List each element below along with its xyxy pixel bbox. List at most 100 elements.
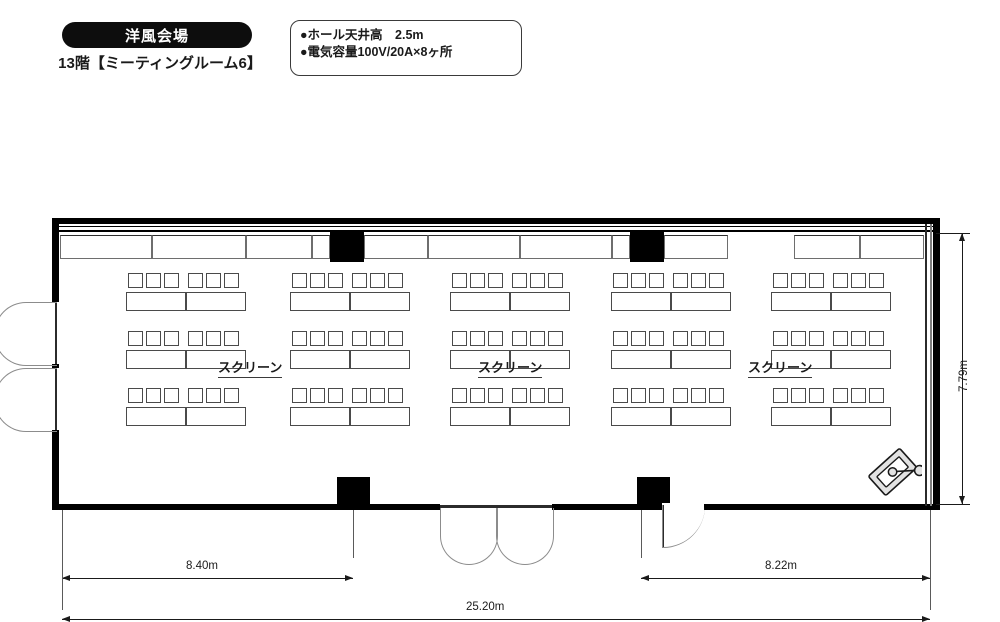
chair	[773, 388, 788, 403]
chair	[512, 331, 527, 346]
dim-arrow-right-span-start	[641, 575, 649, 581]
chair	[709, 273, 724, 288]
chair	[488, 331, 503, 346]
chair	[851, 388, 866, 403]
chair	[809, 388, 824, 403]
chair	[470, 273, 485, 288]
chair	[164, 388, 179, 403]
chair	[773, 331, 788, 346]
chair	[352, 331, 367, 346]
table	[671, 407, 731, 426]
dim-label-right-span: 8.22m	[765, 560, 797, 572]
chair	[370, 331, 385, 346]
chair	[613, 331, 628, 346]
chair	[673, 331, 688, 346]
table	[510, 407, 570, 426]
chair	[833, 273, 848, 288]
chair	[809, 331, 824, 346]
chair	[310, 273, 325, 288]
chair	[691, 331, 706, 346]
facility-note-ceiling: ●ホール天井高 2.5m	[300, 28, 424, 42]
window-panel	[246, 235, 312, 259]
chair	[791, 388, 806, 403]
dim-arrow-total-end	[922, 616, 930, 622]
floor-plan-page: 洋風会場 13階【ミーティングルーム6】 ●ホール天井高 2.5m ●電気容量1…	[0, 20, 1000, 622]
table	[671, 292, 731, 311]
table	[350, 407, 410, 426]
table	[771, 292, 831, 311]
chair	[548, 273, 563, 288]
chair	[548, 388, 563, 403]
chair	[530, 331, 545, 346]
floor-plan-drawing: スクリーン スクリーン スクリーン 8.40m	[0, 100, 1000, 622]
chair	[470, 331, 485, 346]
dim-arrow-depth-top	[959, 233, 965, 241]
dim-label-depth: 7.79m	[958, 360, 970, 392]
chair	[649, 331, 664, 346]
right-mullion-outer	[925, 224, 927, 506]
dim-arrow-left-span-start	[62, 575, 70, 581]
chair	[146, 388, 161, 403]
window-panel	[794, 235, 860, 259]
table	[611, 292, 671, 311]
window-panel	[428, 235, 520, 259]
table	[186, 350, 246, 369]
table	[126, 292, 186, 311]
chair	[470, 388, 485, 403]
dim-ext-depth-bottom	[936, 504, 970, 505]
table	[671, 350, 731, 369]
table	[126, 350, 186, 369]
table	[831, 407, 891, 426]
wall-right	[933, 218, 940, 510]
door-swing-arc-left-lower	[0, 368, 57, 432]
chair	[352, 273, 367, 288]
chair	[851, 273, 866, 288]
dim-line-depth	[962, 233, 963, 504]
screen-label-centre: スクリーン	[478, 357, 543, 378]
screen-label-right: スクリーン	[748, 357, 813, 378]
page-title: 13階【ミーティングルーム6】	[58, 55, 262, 72]
window-panel	[520, 235, 612, 259]
pillar-top-right	[630, 232, 664, 262]
dim-ext-total-b	[930, 558, 931, 610]
chair	[631, 331, 646, 346]
chair	[631, 388, 646, 403]
chair	[292, 388, 307, 403]
wall-top-band-innerline	[59, 230, 933, 232]
dim-label-total-width: 25.20m	[466, 601, 505, 613]
chair	[146, 331, 161, 346]
window-panel	[312, 235, 330, 259]
door-swing-arc-bottom-centre-right	[496, 508, 554, 565]
chair	[869, 331, 884, 346]
chair	[128, 273, 143, 288]
dim-arrow-right-span-end	[922, 575, 930, 581]
chair	[164, 331, 179, 346]
chair	[851, 331, 866, 346]
door-swing-arc-left-upper	[0, 302, 57, 366]
table	[290, 292, 350, 311]
chair	[292, 273, 307, 288]
chair	[833, 331, 848, 346]
chair	[188, 273, 203, 288]
pillar-bottom-right	[637, 477, 670, 506]
dim-arrow-total-start	[62, 616, 70, 622]
dim-ext-left-b	[353, 510, 354, 558]
chair	[206, 388, 221, 403]
table	[350, 292, 410, 311]
chair	[188, 331, 203, 346]
chair	[206, 331, 221, 346]
chair	[791, 331, 806, 346]
pillar-bottom-left	[337, 477, 370, 506]
dim-line-total-width	[62, 619, 930, 620]
screen-label-left: スクリーン	[218, 357, 283, 378]
table	[450, 350, 510, 369]
table	[510, 350, 570, 369]
chair	[328, 331, 343, 346]
window-panel	[364, 235, 428, 259]
table	[771, 350, 831, 369]
chair	[488, 273, 503, 288]
chair	[188, 388, 203, 403]
door-leaf-bottom-centre-left	[440, 505, 496, 508]
chair	[869, 273, 884, 288]
right-mullion-inner	[930, 224, 932, 506]
